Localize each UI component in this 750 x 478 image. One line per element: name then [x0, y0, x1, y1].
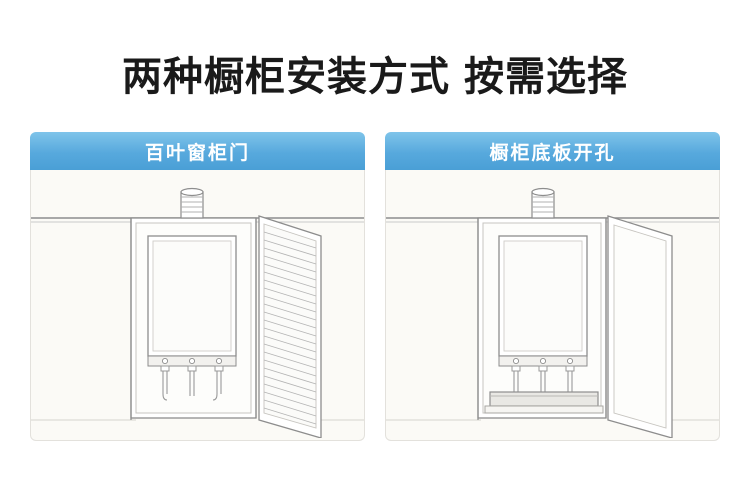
- panel-body-louvered-door: [30, 170, 365, 441]
- cabinet-right-edge: [130, 218, 257, 420]
- louvered-door-open: [258, 215, 322, 438]
- panel-title-bottom-opening: 橱柜底板开孔: [489, 142, 616, 164]
- page-title: 两种橱柜安装方式按需选择: [0, 44, 750, 102]
- panel-header-louvered-door: 百叶窗柜门: [30, 132, 365, 170]
- solid-door-open: [607, 215, 673, 438]
- flue-pipe: [531, 187, 555, 219]
- panel-body-bottom-opening: [385, 170, 720, 441]
- panel-louvered-door: 百叶窗柜门: [30, 132, 365, 441]
- panel-header-bottom-opening: 橱柜底板开孔: [385, 132, 720, 170]
- panel-bottom-opening: 橱柜底板开孔: [385, 132, 720, 441]
- louvered-cabinet-door-water-heater-diagram: [31, 187, 364, 438]
- cabinet-right-edge: [477, 218, 607, 420]
- cabinet-bottom-panel-opening-water-heater-diagram: [386, 187, 719, 438]
- panel-container: 百叶窗柜门: [30, 132, 720, 441]
- bottom-panel-vent-opening: [484, 391, 604, 414]
- connection-pipes: [160, 365, 224, 401]
- water-heater-unit: [147, 235, 237, 367]
- connection-pipes: [511, 365, 575, 392]
- flue-pipe: [180, 187, 204, 219]
- water-heater-unit: [498, 235, 588, 367]
- page-title-part-1: 两种橱柜安装方式: [122, 55, 450, 99]
- panel-title-louvered-door: 百叶窗柜门: [144, 142, 250, 164]
- page-title-part-2: 按需选择: [464, 55, 628, 99]
